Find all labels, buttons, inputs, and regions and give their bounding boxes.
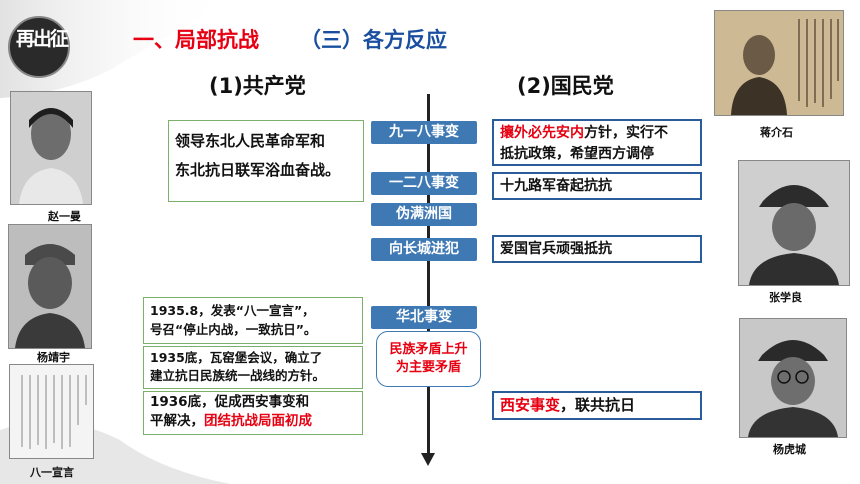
kmt-officers-resist: 爱国官兵顽强抵抗: [492, 235, 702, 263]
xian-ccp-line2: 平解决，: [150, 413, 204, 429]
timeline-axis: [427, 94, 430, 456]
wayaobao-line2: 建立抗日民族统一战线的方针。: [150, 368, 326, 383]
portrait-yang-hucheng: [739, 318, 847, 438]
caption-zhao-yiman: 赵一曼: [48, 210, 81, 223]
xian-incident-highlight: 西安事变: [500, 396, 561, 414]
ccp-resistance-line2: 东北抗日联军浴血奋战。: [175, 161, 341, 179]
event-manchukuo: 伪满洲国: [371, 203, 477, 226]
portrait-zhang-xueliang: [738, 160, 850, 286]
declaration-line2: 号召“停止内战，一致抗日”。: [150, 322, 317, 337]
page-subtitle: （三）各方反应: [300, 28, 447, 52]
caption-chiang-kai-shek: 蒋介石: [760, 126, 793, 139]
kmt-policy-highlight: 攘外必先安内: [500, 125, 584, 141]
portrait-zhao-yiman: [10, 91, 92, 205]
caption-yang-hucheng: 杨虎城: [773, 443, 806, 456]
image-august-first-declaration: [9, 364, 94, 459]
ccp-xian-peaceful-resolution: 1936底，促成西安事变和 平解决，团结抗战局面初成: [143, 391, 363, 435]
logo-emblem: 再出征: [6, 14, 72, 80]
wayaobao-line1: 1935底，瓦窑堡会议，确立了: [150, 350, 323, 365]
event-jan28-incident: 一二八事变: [371, 172, 477, 195]
national-contradiction-note: 民族矛盾上升 为主要矛盾: [376, 331, 481, 387]
event-sept18-incident: 九一八事变: [371, 121, 477, 144]
caption-august-first-declaration: 八一宣言: [30, 466, 74, 479]
kmt-policy-line2: 抵抗政策，希望西方调停: [500, 146, 654, 162]
logo-text: 再出征: [16, 28, 69, 50]
ccp-resistance-box: 领导东北人民革命军和 东北抗日联军浴血奋战。: [168, 120, 364, 202]
contradiction-line2: 为主要矛盾: [395, 360, 461, 375]
ccp-resistance-line1: 领导东北人民革命军和: [175, 132, 326, 150]
declaration-line1: 1935.8，发表“八一宣言”，: [150, 303, 315, 318]
caption-zhang-xueliang: 张学良: [769, 291, 802, 304]
portrait-yang-jingyu: [8, 224, 92, 349]
xian-ccp-line1: 1936底，促成西安事变和: [150, 394, 310, 410]
portrait-chiang-kai-shek: [714, 10, 844, 116]
event-great-wall-invasion: 向长城进犯: [371, 238, 477, 261]
kmt-xian-incident: 西安事变，联共抗日: [492, 391, 702, 420]
xian-incident-text: ，联共抗日: [560, 396, 636, 414]
caption-yang-jingyu: 杨靖宇: [37, 351, 70, 364]
event-north-china-incident: 华北事变: [371, 306, 477, 329]
kmt-policy-text: 方针，实行不: [584, 125, 668, 141]
kmt-19th-route-army: 十九路军奋起抗抗: [492, 172, 702, 200]
contradiction-line1: 民族矛盾上升: [389, 342, 468, 357]
page-title: 一、局部抗战: [133, 28, 259, 52]
kmt-column-heading: (2)国民党: [517, 74, 614, 98]
ccp-wayaobao-meeting: 1935底，瓦窑堡会议，确立了 建立抗日民族统一战线的方针。: [143, 346, 363, 389]
ccp-august-first-declaration: 1935.8，发表“八一宣言”， 号召“停止内战，一致抗日”。: [143, 297, 363, 344]
timeline-arrowhead: [421, 453, 435, 466]
kmt-nonresistance-policy: 攘外必先安内方针，实行不 抵抗政策，希望西方调停: [492, 119, 702, 166]
united-resistance-highlight: 团结抗战局面初成: [204, 413, 312, 429]
ccp-column-heading: (1)共产党: [209, 74, 306, 98]
